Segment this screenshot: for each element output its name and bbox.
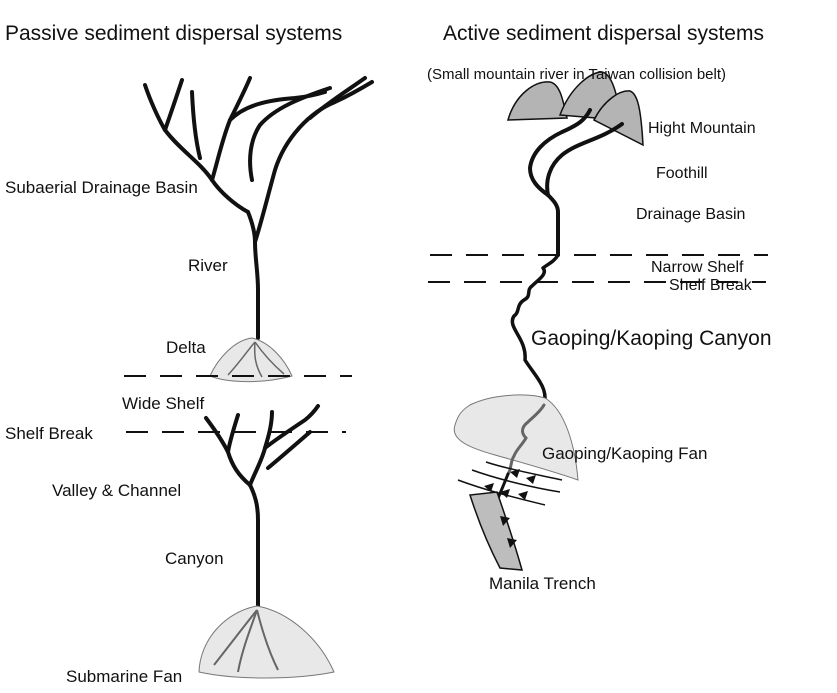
label-hight-mountain: Hight Mountain [648,118,756,140]
label-valley-channel: Valley & Channel [52,481,181,501]
manila-trench [470,492,522,570]
label-shelf-break-active: Shelf Break [669,275,752,297]
label-submarine-fan: Submarine Fan [66,667,182,687]
label-canyon: Canyon [165,549,224,569]
label-gaoping-canyon: Gaoping/Kaoping Canyon [531,327,772,351]
label-manila-trench: Manila Trench [489,574,596,594]
active-drainage-network [530,110,622,255]
label-gaoping-fan: Gaoping/Kaoping Fan [542,444,707,464]
passive-drainage-network [145,78,372,338]
label-wide-shelf: Wide Shelf [122,394,204,414]
label-shelf-break-passive: Shelf Break [5,424,93,444]
gaoping-fan [454,395,578,480]
passive-title: Passive sediment dispersal systems [5,22,342,46]
label-drainage-basin-active: Drainage Basin [636,204,745,226]
active-title: Active sediment dispersal systems [443,22,764,46]
label-subaerial-drainage-basin: Subaerial Drainage Basin [5,176,200,200]
passive-valley-network [206,406,318,608]
label-delta: Delta [166,338,206,358]
label-foothill: Foothill [656,163,708,185]
active-subtitle: (Small mountain river in Taiwan collisio… [427,66,726,83]
label-river: River [188,256,228,276]
